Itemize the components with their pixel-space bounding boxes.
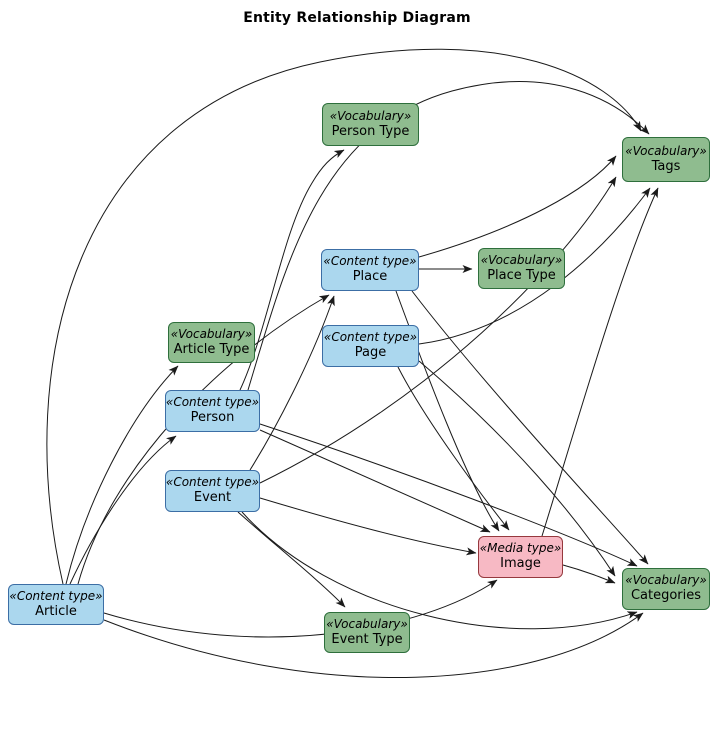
edge-article-to-person: [69, 435, 177, 585]
diagram-title: Entity Relationship Diagram: [243, 10, 471, 26]
node-article: «Content type»Article: [8, 584, 104, 625]
edge-image-to-tags: [541, 187, 659, 537]
node-person-label: Person: [190, 410, 235, 426]
node-place-stereotype: «Content type»: [323, 254, 417, 269]
node-categories-stereotype: «Vocabulary»: [625, 573, 707, 588]
edge-person-to-categories: [259, 423, 638, 567]
node-place: «Content type»Place: [321, 249, 419, 291]
node-categories: «Vocabulary»Categories: [622, 568, 710, 610]
edge-article-to-image: [103, 579, 498, 638]
edge-page-to-categories: [418, 360, 616, 577]
node-article-type: «Vocabulary»Article Type: [168, 322, 255, 363]
edge-person-to-person-type: [239, 149, 345, 391]
node-place-label: Place: [352, 269, 388, 285]
node-person-type: «Vocabulary»Person Type: [322, 103, 419, 146]
edge-article-to-article-type: [65, 365, 179, 585]
node-page-label: Page: [354, 345, 387, 361]
node-image-label: Image: [500, 556, 541, 572]
node-event-type-label: Event Type: [331, 631, 403, 647]
node-article-type-label: Article Type: [173, 341, 250, 357]
node-tags: «Vocabulary»Tags: [622, 137, 710, 182]
node-image: «Media type»Image: [478, 536, 563, 578]
edge-event-to-image: [259, 497, 477, 556]
edge-event-to-tags: [259, 176, 617, 484]
edge-group: [46, 48, 659, 678]
edge-person-to-image: [259, 429, 491, 533]
node-place-type-label: Place Type: [487, 267, 556, 283]
node-event: «Content type»Event: [165, 470, 260, 512]
node-place-type-stereotype: «Vocabulary»: [480, 252, 563, 267]
edge-page-to-image: [397, 366, 510, 531]
node-tags-stereotype: «Vocabulary»: [625, 143, 707, 158]
node-page: «Content type»Page: [322, 325, 419, 367]
node-image-stereotype: «Media type»: [479, 541, 562, 556]
node-event-type: «Vocabulary»Event Type: [324, 612, 410, 653]
node-event-stereotype: «Content type»: [165, 475, 260, 490]
edge-person-to-tags: [247, 81, 650, 391]
node-person-stereotype: «Content type»: [165, 395, 260, 410]
node-tags-label: Tags: [651, 158, 681, 174]
edge-event-to-event-type: [237, 511, 346, 608]
node-article-stereotype: «Content type»: [9, 588, 103, 603]
edge-event-to-categories: [241, 511, 638, 630]
node-event-label: Event: [193, 490, 232, 506]
edge-article-to-categories: [103, 612, 644, 678]
node-categories-label: Categories: [630, 588, 702, 604]
edge-place-to-categories: [411, 290, 649, 565]
edge-image-to-categories: [562, 564, 616, 584]
node-page-stereotype: «Content type»: [323, 330, 418, 345]
edge-event-to-place: [249, 295, 335, 471]
node-person-type-label: Person Type: [331, 123, 410, 139]
node-article-type-stereotype: «Vocabulary»: [170, 326, 253, 341]
node-event-type-stereotype: «Vocabulary»: [326, 616, 408, 631]
edge-article-to-tags: [46, 48, 642, 585]
node-place-type: «Vocabulary»Place Type: [478, 248, 565, 289]
edge-place-to-tags: [418, 155, 617, 258]
edge-place-to-image: [395, 290, 500, 532]
node-person: «Content type»Person: [165, 390, 260, 432]
node-person-type-stereotype: «Vocabulary»: [329, 108, 412, 123]
node-article-label: Article: [35, 603, 77, 619]
